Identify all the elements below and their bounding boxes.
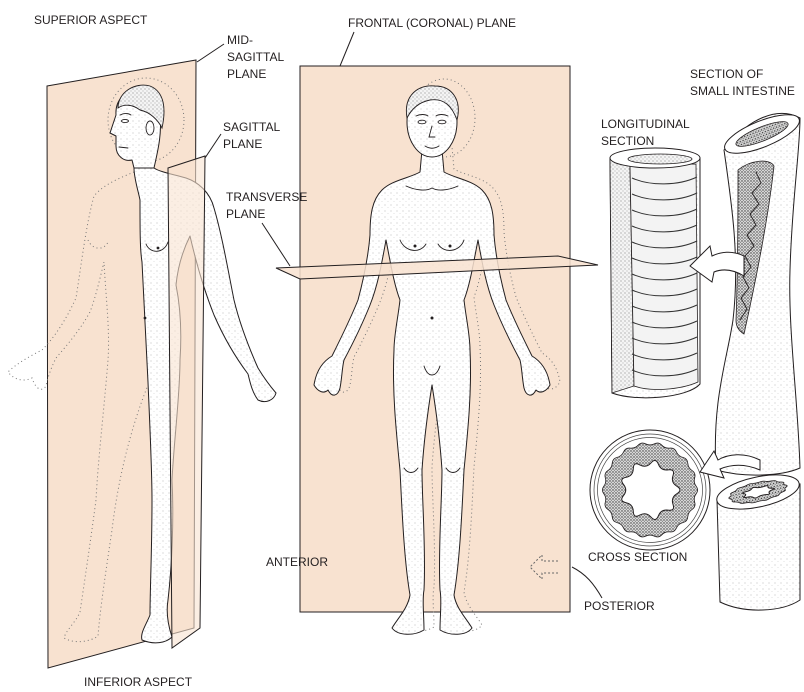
transverse-label-line-2: PLANE: [226, 207, 265, 221]
frontal-leader: [340, 32, 354, 66]
transverse-label-line-1: TRANSVERSE: [226, 190, 307, 204]
mid-sagittal-label-line-1: MID-: [227, 33, 253, 47]
inferior-aspect-label: INFERIOR ASPECT: [84, 675, 193, 689]
small-intestine-label-line-1: SECTION OF: [690, 67, 763, 81]
mid-sagittal-label-line-3: PLANE: [227, 67, 266, 81]
anterior-label: ANTERIOR: [266, 555, 328, 569]
small-intestine-label-line-2: SMALL INTESTINE: [690, 84, 795, 98]
longitudinal-section-top-wall: [628, 154, 692, 164]
transverse-leader: [262, 223, 290, 266]
small-intestine-section: [715, 107, 804, 475]
cross-section: [590, 430, 710, 550]
longitudinal-label-line-1: LONGITUDINAL: [601, 117, 690, 131]
longitudinal-label-line-2: SECTION: [601, 134, 654, 148]
longitudinal-section: [610, 148, 700, 398]
central-figure-left-nipple: [414, 245, 417, 248]
left-figure-navel: [144, 317, 147, 320]
mid-sagittal-leader: [197, 44, 224, 62]
left-figure-body: [134, 168, 276, 643]
posterior-label: POSTERIOR: [584, 599, 655, 613]
posterior-leader: [572, 567, 602, 598]
sagittal-label-line-1: SAGITTAL: [223, 120, 280, 134]
central-figure-navel: [431, 317, 434, 320]
cross-section-label: CROSS SECTION: [588, 550, 687, 564]
left-figure-nipple: [157, 247, 160, 250]
sagittal-plane: [168, 156, 205, 648]
short-intestine-tube: [714, 469, 802, 610]
central-figure-right-nipple: [449, 245, 452, 248]
sagittal-label-line-2: PLANE: [223, 137, 262, 151]
mid-sagittal-label-line-2: SAGITTAL: [227, 50, 284, 64]
superior-aspect-label: SUPERIOR ASPECT: [34, 13, 148, 27]
frontal-plane-label: FRONTAL (CORONAL) PLANE: [348, 16, 516, 30]
sagittal-leader: [205, 134, 221, 158]
